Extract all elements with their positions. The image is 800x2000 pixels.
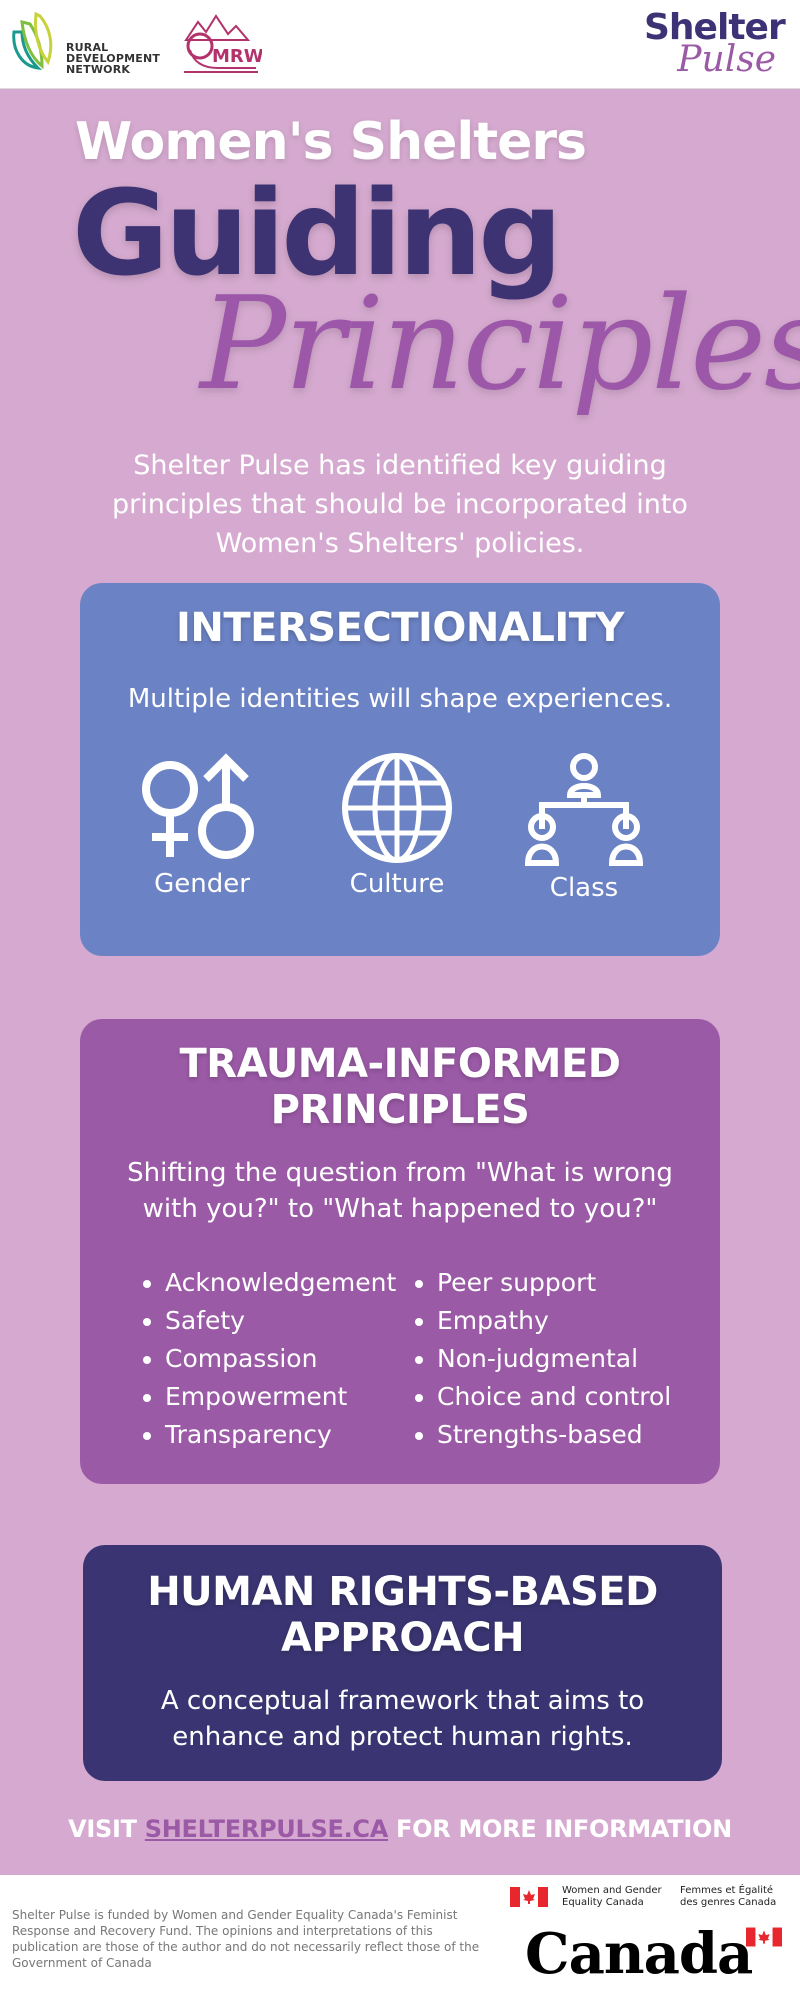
title-guiding: Guiding	[72, 164, 563, 302]
class-item: Class	[504, 753, 664, 903]
gender-icon	[142, 753, 254, 859]
list-item: Compassion	[165, 1340, 396, 1378]
list-item: Empathy	[437, 1302, 671, 1340]
class-label: Class	[549, 873, 619, 903]
trauma-heading-line1: TRAUMA-INFORMED	[179, 1041, 621, 1087]
trauma-informed-card: TRAUMA-INFORMED PRINCIPLES Shifting the …	[80, 1019, 720, 1484]
canada-wordmark: Canada	[525, 1921, 753, 1987]
funding-disclaimer: Shelter Pulse is funded by Women and Gen…	[12, 1908, 480, 1970]
visit-cta: VISIT SHELTERPULSE.CA FOR MORE INFORMATI…	[0, 1815, 800, 1843]
human-rights-heading-line2: APPROACH	[280, 1615, 525, 1661]
culture-label: Culture	[349, 869, 445, 899]
list-item: Choice and control	[437, 1378, 671, 1416]
visit-prefix: VISIT	[68, 1815, 145, 1843]
trauma-list-column-2: Peer support Empathy Non-judgmental Choi…	[412, 1264, 671, 1454]
list-item: Transparency	[165, 1416, 396, 1454]
title-womens-shelters: Women's Shelters	[75, 112, 587, 172]
title-principles: Principles	[200, 270, 800, 419]
human-rights-card: HUMAN RIGHTS-BASED APPROACH A conceptual…	[83, 1545, 722, 1781]
intersectionality-heading: INTERSECTIONALITY	[176, 605, 624, 651]
list-item: Empowerment	[165, 1378, 396, 1416]
gender-label: Gender	[154, 869, 250, 899]
intro-text: Shelter Pulse has identified key guiding…	[112, 450, 688, 559]
culture-item: Culture	[317, 753, 477, 899]
visit-suffix: FOR MORE INFORMATION	[387, 1815, 732, 1843]
wage-english-name: Women and Gender Equality Canada	[562, 1885, 662, 1908]
intersectionality-description: Multiple identities will shape experienc…	[127, 684, 673, 714]
human-rights-description: A conceptual framework that aims to enha…	[160, 1686, 645, 1752]
shelter-pulse-logo-shelter: Shelter	[644, 7, 786, 48]
list-item: Safety	[165, 1302, 396, 1340]
shelter-pulse-logo[interactable]: Shelter Pulse	[644, 7, 786, 80]
wage-french-name: Femmes et Égalité des genres Canada	[680, 1885, 777, 1908]
hierarchy-icon	[524, 753, 644, 866]
trauma-description: Shifting the question from "What is wron…	[127, 1158, 673, 1224]
footer: Shelter Pulse is funded by Women and Gen…	[0, 1875, 800, 2000]
canada-flag-icon	[510, 1887, 548, 1907]
trauma-list-column-1: Acknowledgement Safety Compassion Empowe…	[140, 1264, 396, 1454]
human-rights-heading-line1: HUMAN RIGHTS-BASED	[147, 1569, 658, 1615]
intersectionality-icons: Gender Culture	[80, 753, 720, 923]
rdn-logo-text: RURAL DEVELOPMENT NETWORK	[66, 41, 161, 76]
globe-icon	[342, 753, 452, 863]
shelter-pulse-logo-pulse: Pulse	[677, 39, 776, 80]
trauma-heading-line2: PRINCIPLES	[270, 1087, 530, 1133]
list-item: Non-judgmental	[437, 1340, 671, 1378]
government-of-canada-signature[interactable]: Women and Gender Equality Canada Femmes …	[510, 1883, 790, 1995]
rural-development-network-logo[interactable]: RURAL DEVELOPMENT NETWORK	[8, 6, 161, 76]
list-item: Acknowledgement	[165, 1264, 396, 1302]
intersectionality-card: INTERSECTIONALITY Multiple identities wi…	[80, 583, 720, 956]
leaf-logo-icon	[12, 11, 53, 71]
shelterpulse-link[interactable]: SHELTERPULSE.CA	[144, 1815, 389, 1843]
gender-item: Gender	[122, 753, 282, 899]
list-item: Peer support	[437, 1264, 671, 1302]
canada-wordmark-flag-icon	[746, 1927, 782, 1947]
list-item: Strengths-based	[437, 1416, 671, 1454]
